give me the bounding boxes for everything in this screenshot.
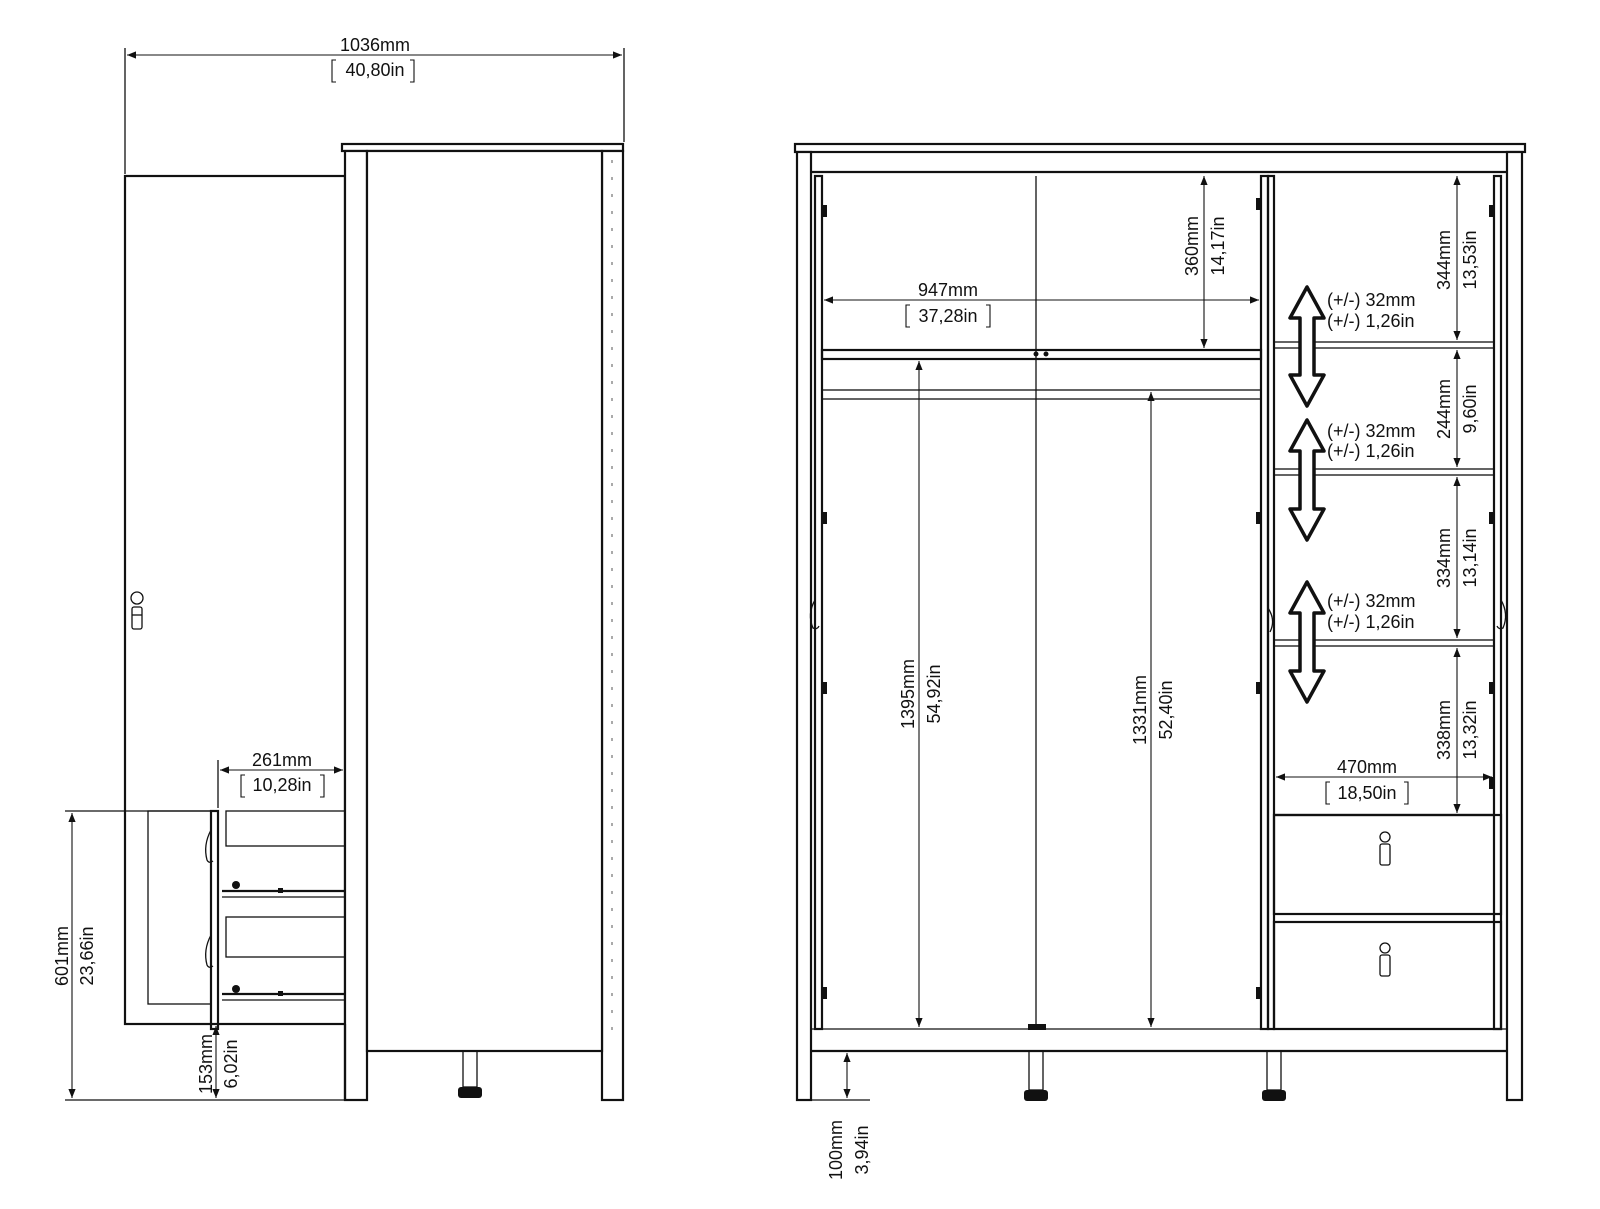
front-right-post xyxy=(1505,150,1524,1102)
side-panel xyxy=(365,149,604,1053)
drawer-height-in-label: 23,66in xyxy=(77,926,97,985)
drawer-handle-icon xyxy=(1379,831,1391,866)
front-top xyxy=(793,142,1527,154)
shelf-height-1-mm-label: 344mm xyxy=(1434,230,1454,290)
drawer-top xyxy=(1272,813,1503,916)
shelf-height-3-mm-label: 334mm xyxy=(1434,528,1454,588)
open-drawers xyxy=(205,809,346,1031)
top-shelf xyxy=(820,348,1263,361)
drawer-height-mm-label: 601mm xyxy=(52,926,72,986)
base-height-in-label: 6,02in xyxy=(221,1039,241,1088)
hanging-rail xyxy=(821,389,1262,400)
hanging-right-in-label: 52,40in xyxy=(1156,680,1176,739)
shelf-width-in-label: 18,50in xyxy=(1337,783,1396,803)
shelf-height-2-mm-label: 244mm xyxy=(1434,379,1454,439)
leg-height-mm-label: 100mm xyxy=(826,1120,846,1180)
top-space-mm-label: 360mm xyxy=(1182,216,1202,276)
shelf-width-mm-label: 470mm xyxy=(1337,757,1397,777)
drawer-depth-mm-label: 261mm xyxy=(252,750,312,770)
side-foot xyxy=(458,1050,482,1098)
base-height-mm-label: 153mm xyxy=(196,1034,216,1094)
drawer-handle-icon xyxy=(1379,942,1391,977)
hanging-left-in-label: 54,92in xyxy=(924,664,944,723)
shelf-adjust-arrow-icon xyxy=(1288,418,1326,542)
drawer-depth-in-label: 10,28in xyxy=(252,775,311,795)
adjust-3-mm-label: (+/-) 32mm xyxy=(1327,591,1416,611)
leg-height-in-label: 3,94in xyxy=(852,1125,872,1174)
shelf-adjust-arrow-icon xyxy=(1288,285,1326,408)
inner-width-in-label: 37,28in xyxy=(918,306,977,326)
width-mm-label: 1036mm xyxy=(340,35,410,55)
inner-width-mm-label: 947mm xyxy=(918,280,978,300)
front-post xyxy=(343,149,369,1102)
adjust-3-in-label: (+/-) 1,26in xyxy=(1327,612,1415,632)
shelf-height-1-in-label: 13,53in xyxy=(1460,230,1480,289)
front-left-post xyxy=(795,150,813,1102)
shelf-height-2-in-label: 9,60in xyxy=(1460,384,1480,433)
drawer-bottom xyxy=(1272,920,1503,1031)
shelf-height-3-in-label: 13,14in xyxy=(1460,528,1480,587)
shelf-height-4-in-label: 13,32in xyxy=(1460,700,1480,759)
adjust-1-mm-label: (+/-) 32mm xyxy=(1327,290,1416,310)
front-feet xyxy=(1024,1050,1286,1101)
shelf-height-4-mm-label: 338mm xyxy=(1434,700,1454,760)
adjust-2-mm-label: (+/-) 32mm xyxy=(1327,421,1416,441)
door-handle-icon xyxy=(130,591,144,630)
hanging-left-mm-label: 1395mm xyxy=(898,659,918,729)
top-space-in-label: 14,17in xyxy=(1208,216,1228,275)
adjust-2-in-label: (+/-) 1,26in xyxy=(1327,441,1415,461)
hanging-right-mm-label: 1331mm xyxy=(1130,675,1150,745)
shelf-adjust-arrow-icon xyxy=(1288,580,1326,704)
width-in-label: 40,80in xyxy=(345,60,404,80)
left-door-edge xyxy=(813,174,824,1031)
side-view: 1036mm 40,80in xyxy=(52,35,625,1102)
drawers xyxy=(1272,813,1503,1031)
adjust-1-in-label: (+/-) 1,26in xyxy=(1327,311,1415,331)
back-post xyxy=(600,149,625,1102)
front-view: 947mm 37,28in 360mm 14,17in 1395mm 54,92… xyxy=(793,142,1527,1180)
